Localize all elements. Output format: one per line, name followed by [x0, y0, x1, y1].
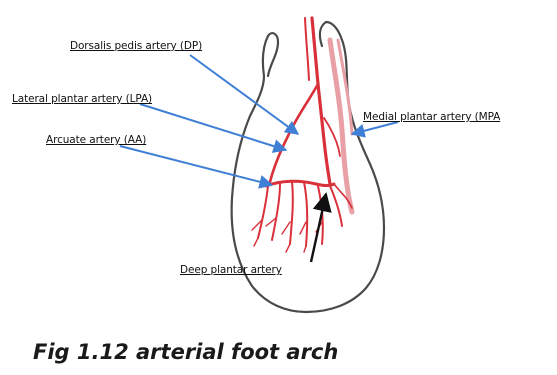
lateral-plantar-label: Lateral plantar artery (LPA) — [12, 93, 152, 105]
aa-pointer — [120, 146, 272, 185]
dorsalis-pedis-label: Dorsalis pedis artery (DP) — [70, 40, 202, 52]
deep-plantar-label: Deep plantar artery — [180, 264, 282, 276]
medial-plantar-vessel — [330, 40, 352, 212]
label-pointers — [120, 55, 398, 185]
arcuate-artery-label: Arcuate artery (AA) — [46, 134, 146, 146]
mpa-pointer — [352, 122, 398, 134]
figure-caption: Fig 1.12 arterial foot arch — [33, 340, 338, 364]
medial-plantar-label: Medial plantar artery (MPA — [363, 111, 500, 123]
dp-pointer — [190, 55, 298, 134]
lpa-pointer — [140, 104, 286, 150]
artery-tree — [252, 18, 352, 252]
